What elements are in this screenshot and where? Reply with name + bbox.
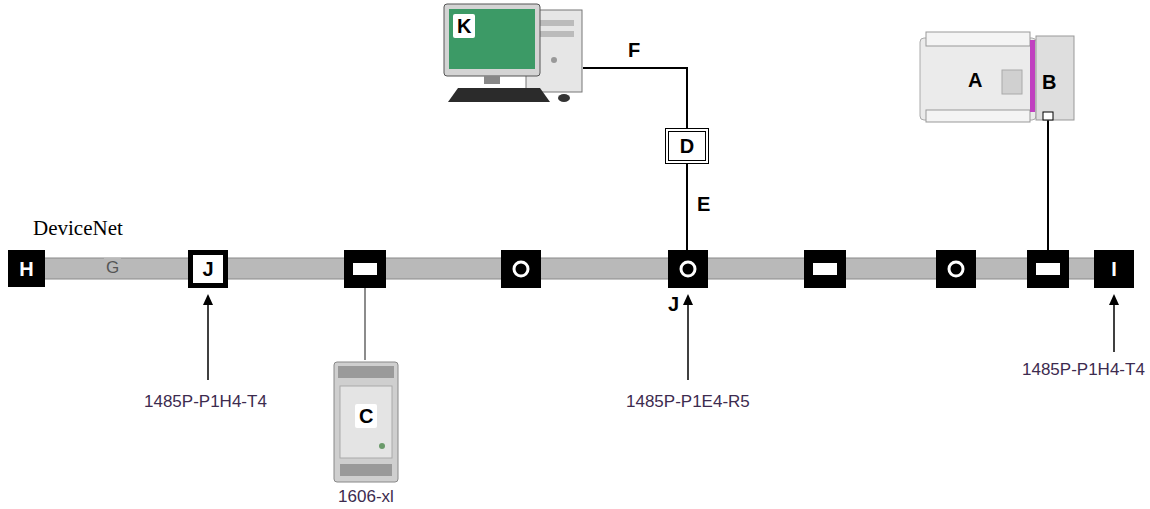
- tap-ring: [514, 262, 528, 276]
- tap-ring: [949, 262, 963, 276]
- tap-window: [813, 263, 837, 275]
- tap-box-drawing: [668, 250, 708, 288]
- node-letter: C: [355, 404, 377, 428]
- plc-drop-cable: [1047, 120, 1049, 250]
- mouse: [558, 94, 570, 102]
- power-tap-box: J: [188, 250, 228, 288]
- psu-body: [334, 362, 398, 482]
- tap-body: [668, 250, 708, 288]
- scanner-module: [1036, 36, 1074, 120]
- tap-box: [804, 250, 846, 288]
- power-drop-cable: [364, 288, 366, 360]
- bus-stripe: [1030, 40, 1035, 112]
- network-cable: [687, 164, 688, 250]
- monitor-stand: [484, 76, 500, 84]
- interface-box: D: [665, 128, 709, 164]
- leader-arrow: [1109, 294, 1119, 352]
- power-supply-node: C1606-xl: [328, 360, 404, 484]
- network-name: DeviceNet: [33, 216, 123, 240]
- status-leds: [1002, 70, 1022, 94]
- part-number: 1485P-P1H4-T4: [144, 392, 267, 412]
- tap-window: [1036, 263, 1060, 275]
- part-number: 1485P-P1E4-R5: [626, 392, 750, 412]
- cable-letter: E: [697, 192, 710, 216]
- arrow-head: [203, 294, 213, 305]
- tap-box: [344, 250, 386, 288]
- power-button: [551, 57, 557, 63]
- terminator-box: I: [1094, 250, 1134, 288]
- node-letter: D: [680, 134, 694, 158]
- leader-line: [207, 304, 209, 380]
- tap-ring: [681, 262, 695, 276]
- terminal-strip: [926, 110, 1030, 122]
- psu-led: [379, 443, 385, 449]
- tap-body: [501, 250, 541, 288]
- arrow-head: [1109, 294, 1119, 305]
- terminator-box: H: [8, 250, 45, 287]
- leader-arrow: [203, 294, 213, 380]
- node-letter: J: [202, 257, 213, 281]
- tap-box: [936, 250, 976, 288]
- node-letter: H: [19, 257, 33, 281]
- plc-body: [920, 38, 1036, 120]
- arrow-head: [683, 294, 693, 305]
- network-cable: [583, 68, 687, 128]
- tap-body: [344, 250, 386, 288]
- monitor-bezel: [444, 4, 540, 76]
- leader-arrow: [683, 294, 693, 380]
- node-letter: A: [968, 68, 982, 92]
- tap-box: [1027, 250, 1069, 288]
- leader-line: [1113, 304, 1115, 352]
- keyboard: [448, 88, 550, 102]
- tap-body: [804, 250, 846, 288]
- psu-terminals: [338, 366, 394, 378]
- tap-body: [936, 250, 976, 288]
- cable-letter: G: [104, 258, 121, 278]
- part-number: 1485P-P1H4-T4: [1022, 360, 1145, 380]
- cable-letter: F: [628, 38, 640, 62]
- cable-line: [583, 68, 687, 128]
- psu-panel: [340, 386, 392, 458]
- node-letter: K: [453, 14, 475, 38]
- devicenet-port: [1043, 112, 1053, 120]
- node-letter: I: [1111, 257, 1117, 281]
- tap-box: J: [668, 250, 708, 288]
- cable-line: [686, 164, 688, 250]
- part-number: 1606-xl: [338, 487, 394, 507]
- terminal-strip: [926, 32, 1030, 46]
- tap-body: [1027, 250, 1069, 288]
- monitor-screen: [449, 9, 535, 69]
- computer-node: K: [440, 0, 583, 108]
- port-letter: B: [1042, 70, 1056, 94]
- node-letter: J: [668, 292, 679, 316]
- tap-window: [353, 263, 377, 275]
- psu-terminals: [340, 464, 392, 476]
- tap-box: [501, 250, 541, 288]
- leader-line: [687, 304, 689, 380]
